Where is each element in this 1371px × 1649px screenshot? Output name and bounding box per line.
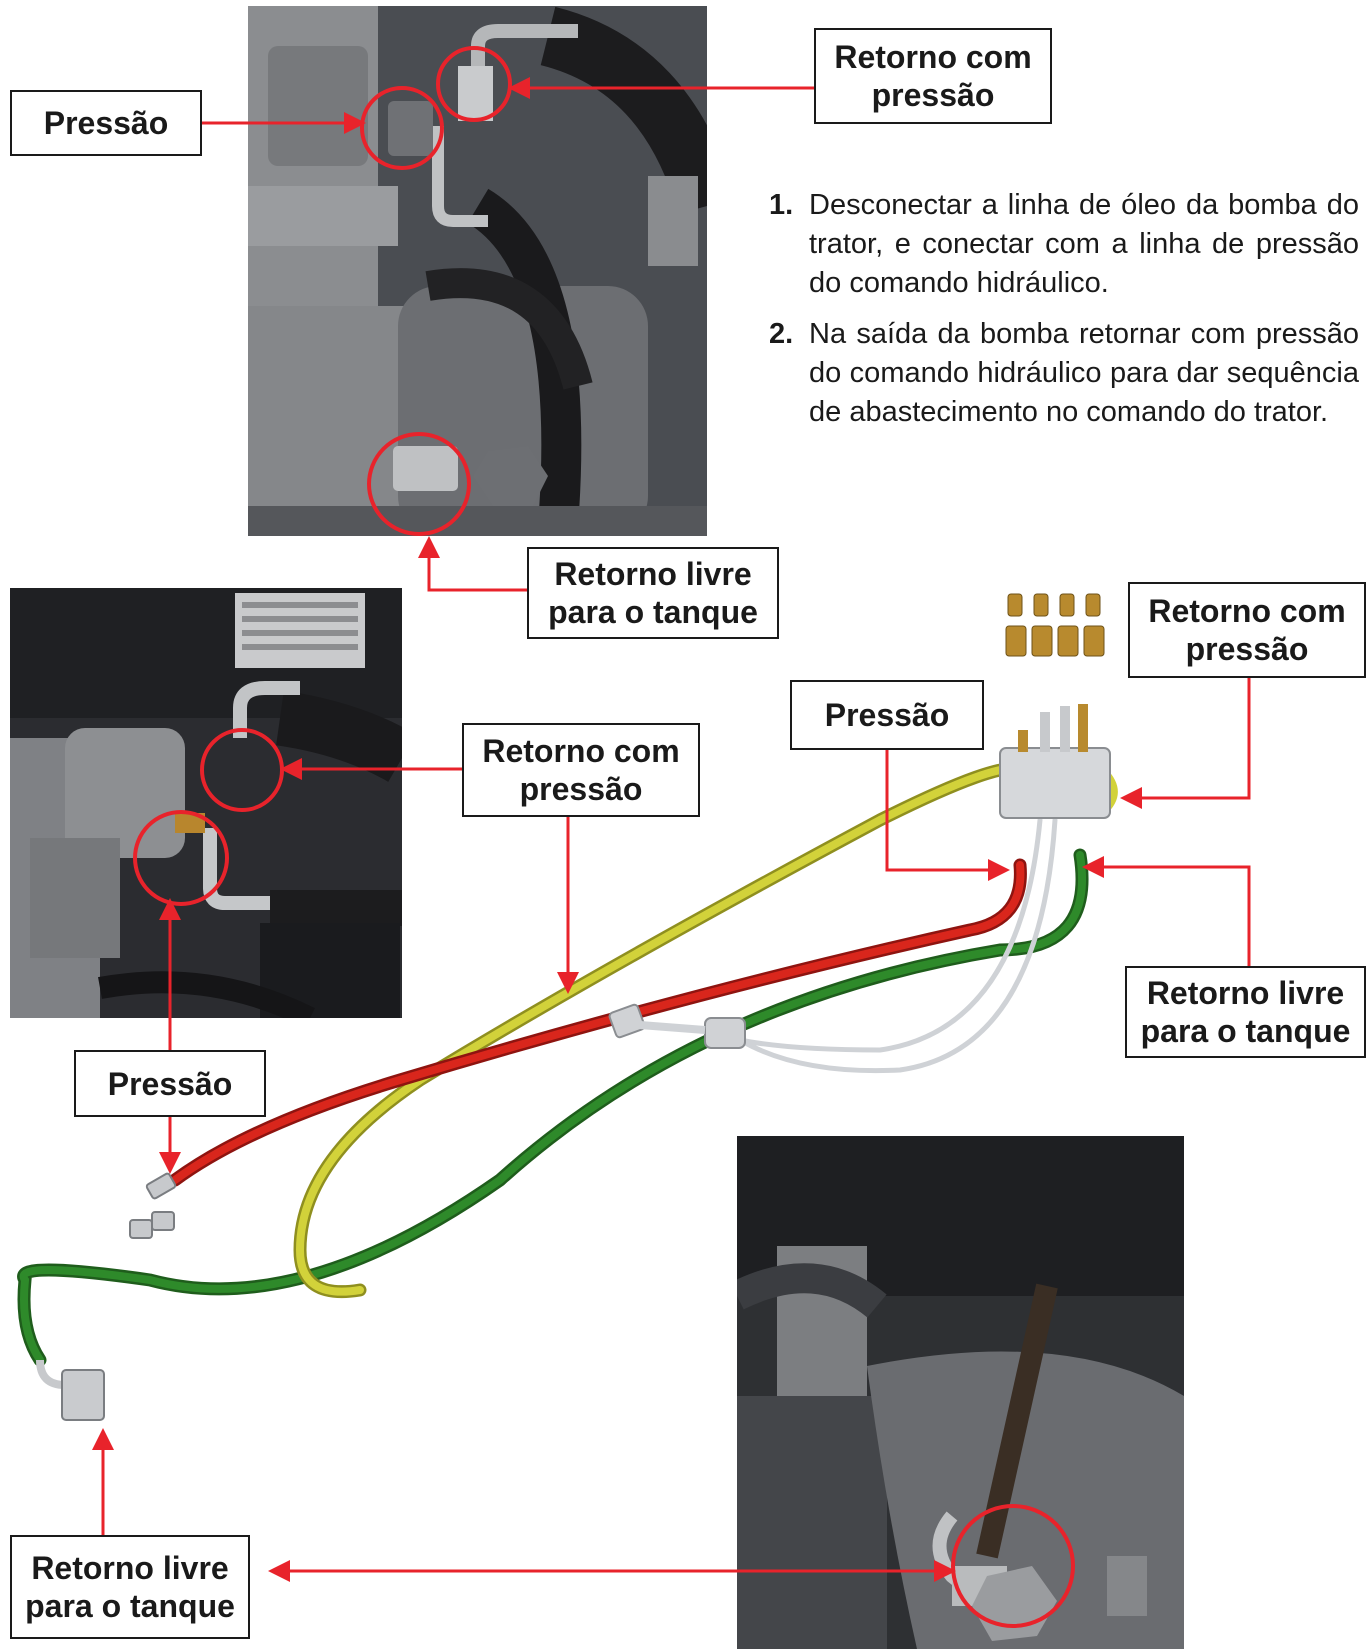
hose-pilot-gray bbox=[737, 817, 1058, 1074]
callout-text: para o tanque bbox=[548, 594, 758, 630]
tractor-pump-photo bbox=[248, 6, 707, 536]
tractor-pump-photo bbox=[10, 588, 402, 1018]
callout-text: Pressão bbox=[43, 105, 169, 141]
step-text: Desconectar a linha de óleo da bomba do … bbox=[809, 189, 1359, 299]
callout-diagram-return-pressure: Retorno com pressão bbox=[1128, 582, 1366, 678]
callout-text: Retorno com bbox=[834, 39, 1032, 75]
pressure-fitting bbox=[129, 1172, 177, 1239]
pilot-handle bbox=[608, 1003, 746, 1049]
callout-text: Retorno livre bbox=[1146, 975, 1345, 1011]
quick-couplers bbox=[1005, 593, 1105, 657]
arrow-diagram-return-pressure bbox=[1120, 678, 1251, 809]
callout-left-pressure: Pressão bbox=[74, 1050, 266, 1117]
callout-text: pressão bbox=[519, 771, 643, 807]
photo-free-return-port bbox=[737, 1136, 1184, 1649]
step-item: 1. Desconectar a linha de óleo da bomba … bbox=[769, 186, 1359, 303]
photo-pump-connections-top bbox=[248, 6, 707, 536]
callout-left-return-pressure: Retorno com pressão bbox=[462, 723, 700, 817]
callout-diagram-free-return: Retorno livre para o tanque bbox=[1125, 966, 1366, 1058]
callout-text: Retorno livre bbox=[31, 1550, 229, 1586]
callout-text: pressão bbox=[1185, 631, 1309, 667]
control-valve-block bbox=[999, 747, 1111, 819]
instruction-steps: 1. Desconectar a linha de óleo da bomba … bbox=[769, 186, 1359, 444]
callout-text: Retorno com bbox=[482, 733, 680, 769]
step-number: 2. bbox=[769, 318, 794, 350]
photo-pump-connections-left bbox=[10, 588, 402, 1018]
callout-text: para o tanque bbox=[1140, 1013, 1351, 1049]
arrow-diagram-free-return bbox=[1082, 856, 1251, 966]
callout-text: Retorno com bbox=[1148, 593, 1346, 629]
callout-top-free-return: Retorno livre para o tanque bbox=[527, 547, 779, 639]
callout-top-pressure: Pressão bbox=[10, 90, 202, 156]
tractor-engine-photo bbox=[737, 1136, 1184, 1649]
callout-top-return-pressure: Retorno com pressão bbox=[814, 28, 1052, 124]
callout-text: pressão bbox=[871, 77, 995, 113]
step-item: 2. Na saída da bomba retornar com pressã… bbox=[769, 315, 1359, 432]
arrow-top-free-return bbox=[418, 536, 527, 592]
callout-text: Pressão bbox=[107, 1065, 233, 1102]
callout-text: para o tanque bbox=[25, 1588, 235, 1624]
free-return-fitting bbox=[36, 1359, 105, 1421]
hose-return-pressure-yellow-end bbox=[1096, 764, 1118, 814]
callout-text: Retorno livre bbox=[554, 556, 752, 592]
arrow-diagram-pressure bbox=[885, 750, 1010, 881]
step-text: Na saída da bomba retornar com pressão d… bbox=[809, 318, 1359, 428]
callout-text: Pressão bbox=[824, 697, 950, 733]
callout-diagram-pressure: Pressão bbox=[790, 680, 984, 750]
step-number: 1. bbox=[769, 189, 794, 221]
callout-bottom-free-return: Retorno livre para o tanque bbox=[10, 1535, 250, 1639]
